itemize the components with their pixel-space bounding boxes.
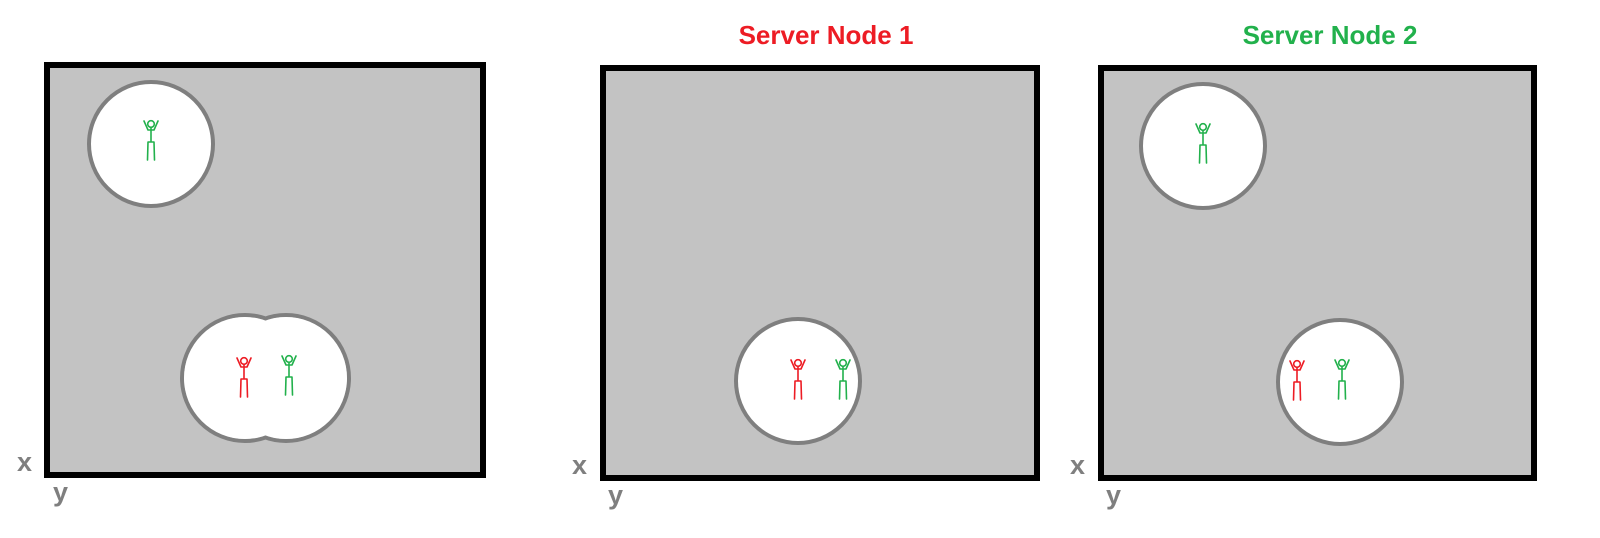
axis-label-y: y bbox=[53, 477, 69, 507]
map-panel-server-node-1 bbox=[600, 65, 1040, 481]
axis-label-y: y bbox=[608, 480, 624, 510]
map-panel-server-node-2 bbox=[1098, 65, 1537, 481]
view-circle bbox=[87, 80, 215, 208]
panel-title-server-node-1: Server Node 1 bbox=[738, 20, 914, 50]
view-circle bbox=[1139, 82, 1267, 210]
view-circle bbox=[1276, 318, 1404, 446]
axis-label-x: x bbox=[17, 447, 33, 477]
merged-view-area bbox=[180, 313, 351, 443]
panel-title-server-node-2: Server Node 2 bbox=[1242, 20, 1418, 50]
axis-label-x: x bbox=[572, 450, 588, 480]
map-panel-combined bbox=[44, 62, 486, 478]
axis-label-x: x bbox=[1070, 450, 1086, 480]
axis-label-y: y bbox=[1106, 480, 1122, 510]
